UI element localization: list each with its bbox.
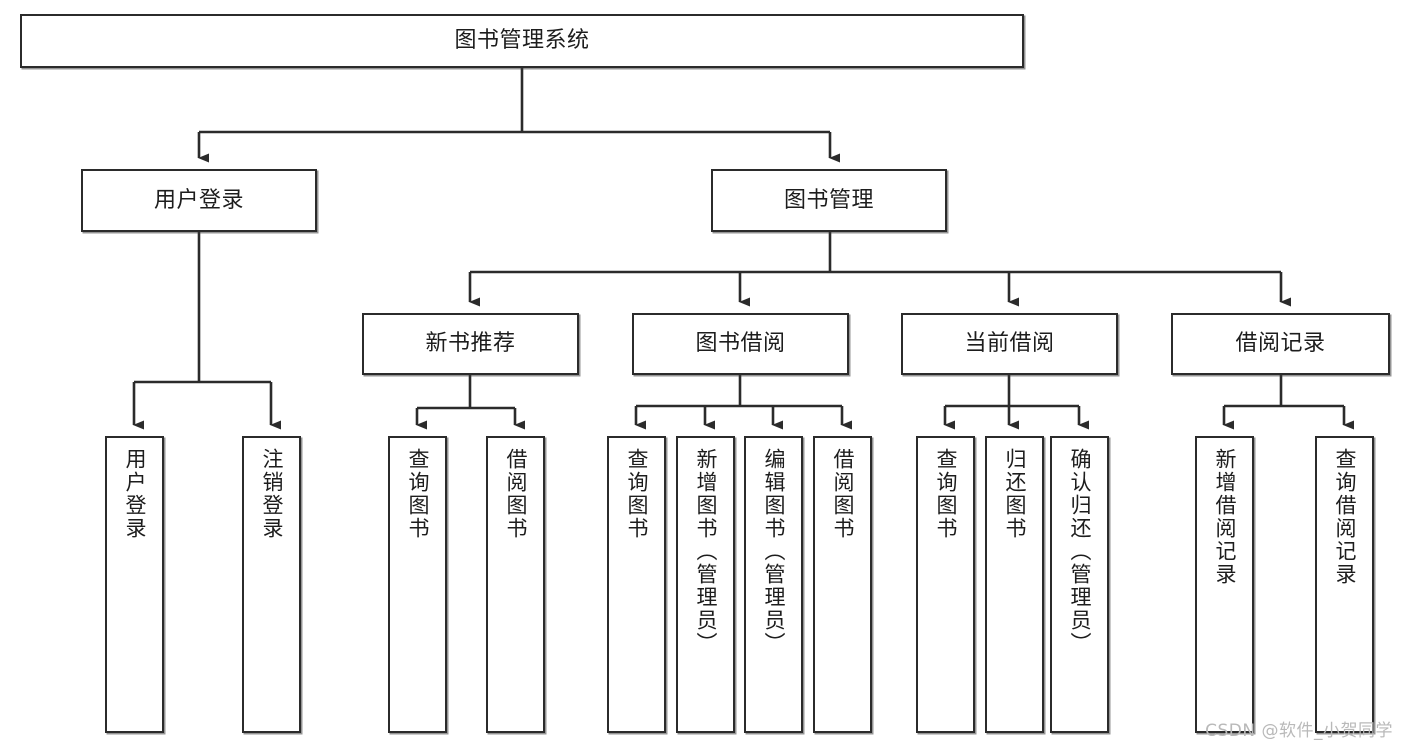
- node-leaf-user-login[interactable]: 用户登录: [105, 436, 164, 733]
- node-leaf-query-book-3[interactable]: 查询图书: [916, 436, 975, 733]
- node-leaf-return-book[interactable]: 归还图书: [985, 436, 1044, 733]
- node-leaf-add-record-label: 新增借阅记录: [1213, 448, 1237, 586]
- node-new-book-rec-label: 新书推荐: [425, 331, 516, 357]
- node-leaf-edit-book-label: 编辑图书（管理员）: [762, 448, 786, 655]
- node-leaf-borrow-book-2[interactable]: 借阅图书: [813, 436, 872, 733]
- node-user-login[interactable]: 用户登录: [81, 169, 317, 232]
- node-leaf-query-book-2[interactable]: 查询图书: [607, 436, 666, 733]
- node-leaf-confirm-return-label: 确认归还（管理员）: [1068, 448, 1092, 655]
- node-leaf-borrow-book-1-label: 借阅图书: [504, 448, 528, 540]
- node-leaf-edit-book[interactable]: 编辑图书（管理员）: [744, 436, 803, 733]
- node-leaf-return-book-label: 归还图书: [1003, 448, 1027, 540]
- node-leaf-query-book-3-label: 查询图书: [934, 448, 958, 540]
- node-leaf-query-record-label: 查询借阅记录: [1333, 448, 1357, 586]
- node-book-manage-label: 图书管理: [783, 187, 874, 213]
- node-book-borrow[interactable]: 图书借阅: [632, 313, 849, 375]
- node-current-borrow-label: 当前借阅: [964, 331, 1055, 357]
- node-leaf-logout-label: 注销登录: [260, 448, 284, 540]
- node-leaf-add-book[interactable]: 新增图书（管理员）: [676, 436, 735, 733]
- node-leaf-confirm-return[interactable]: 确认归还（管理员）: [1050, 436, 1109, 733]
- node-root-label: 图书管理系统: [454, 28, 590, 54]
- node-leaf-logout[interactable]: 注销登录: [242, 436, 301, 733]
- node-root[interactable]: 图书管理系统: [20, 14, 1024, 68]
- node-leaf-query-book-1-label: 查询图书: [406, 448, 430, 540]
- node-leaf-add-book-label: 新增图书（管理员）: [694, 448, 718, 655]
- node-new-book-rec[interactable]: 新书推荐: [362, 313, 579, 375]
- node-borrow-record[interactable]: 借阅记录: [1171, 313, 1390, 375]
- node-leaf-borrow-book-2-label: 借阅图书: [831, 448, 855, 540]
- node-user-login-label: 用户登录: [153, 187, 244, 213]
- node-leaf-query-book-2-label: 查询图书: [625, 448, 649, 540]
- node-current-borrow[interactable]: 当前借阅: [901, 313, 1118, 375]
- node-book-manage[interactable]: 图书管理: [711, 169, 947, 232]
- node-leaf-add-record[interactable]: 新增借阅记录: [1195, 436, 1254, 733]
- node-borrow-record-label: 借阅记录: [1235, 331, 1326, 357]
- node-book-borrow-label: 图书借阅: [695, 331, 786, 357]
- node-leaf-query-book-1[interactable]: 查询图书: [388, 436, 447, 733]
- node-leaf-query-record[interactable]: 查询借阅记录: [1315, 436, 1374, 733]
- node-leaf-borrow-book-1[interactable]: 借阅图书: [486, 436, 545, 733]
- node-leaf-user-login-label: 用户登录: [123, 448, 147, 540]
